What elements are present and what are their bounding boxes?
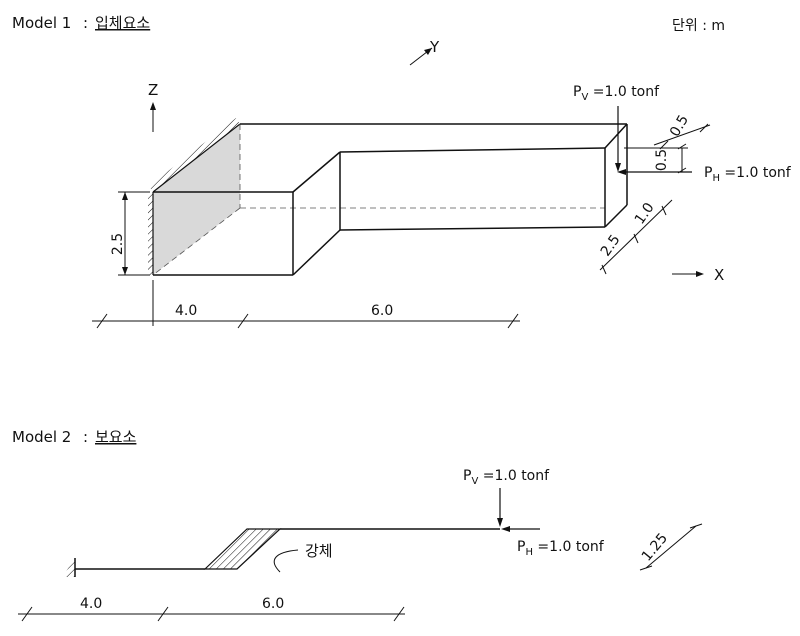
fixed-support-hatch [148,118,241,275]
dim-height [118,191,150,276]
z-axis-label: Z [148,81,158,99]
model1-element-type: 입체요소 [95,14,150,32]
model1-separator: : [83,14,88,32]
model2-dim-len2-value: 6.0 [262,596,284,612]
dim-top-h-value: 0.5 [654,149,670,171]
model2-element-type: 보요소 [95,428,137,446]
dim-len2-value: 6.0 [371,303,393,319]
fixed-face-shading [153,124,240,275]
model2-pv-arrowhead [497,518,503,527]
model2-dim-offset [639,523,703,571]
unit-label: 단위 : m [672,18,725,34]
model1-ph-arrowhead [617,169,626,175]
model2-dim-len1-value: 4.0 [80,596,102,612]
model2-ph-label: PH =1.0 tonf [517,539,605,558]
dim-right-top [624,123,711,174]
model2-separator: : [83,428,88,446]
model2-rigid-label: 강체 [305,542,333,560]
model1-pv-arrowhead [615,163,621,172]
dim-len1-value: 4.0 [175,303,197,319]
model2-fixed-support [63,558,76,577]
model1-label: Model 1 [12,14,71,32]
model1-ph-label: PH =1.0 tonf [704,165,792,184]
y-axis-label: Y [429,38,440,56]
dim-top-w-value: 0.5 [667,112,692,139]
model1-pv-label: PV =1.0 tonf [573,84,660,103]
x-axis-arrowhead [696,271,704,277]
y-axis-arrowhead [424,48,432,55]
dim-bottom [92,280,520,329]
x-axis-label: X [714,266,724,284]
model2-label: Model 2 [12,428,71,446]
model2-dim-bottom [18,606,405,622]
dim-depth-b-value: 2.5 [598,232,624,259]
dim-depth [599,199,673,275]
model2-rigid-leader [273,549,299,573]
dim-height-value: 2.5 [110,233,126,255]
solid-box [153,123,628,276]
model1: Model 1 : 입체요소 단위 : m Y Z X [12,14,792,329]
model2-rigid-link [203,528,282,570]
model2-pv-label: PV =1.0 tonf [463,468,550,487]
dim-depth-a-value: 1.0 [632,200,658,227]
model2: Model 2 : 보요소 강체 PV =1.0 tonf PH =1.0 to… [12,428,703,622]
model2-ph-arrowhead [501,526,510,532]
z-axis-arrowhead [150,102,156,110]
model2-dim-offset-value: 1.25 [639,530,671,564]
